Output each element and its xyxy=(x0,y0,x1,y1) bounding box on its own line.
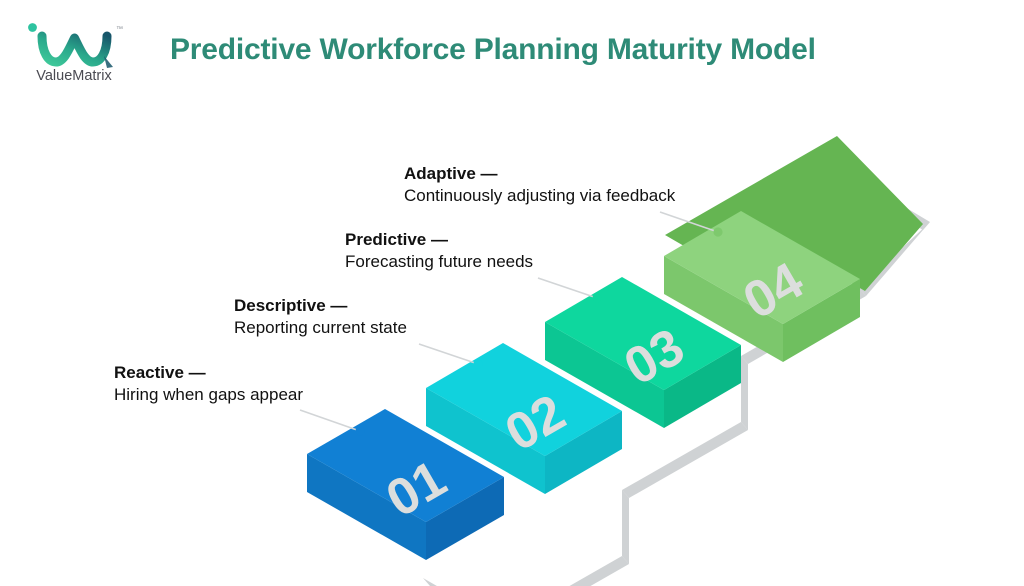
step-03-front-face xyxy=(664,345,741,428)
callout-step-02: Descriptive — Reporting current state xyxy=(234,295,407,339)
connector-line-01 xyxy=(299,409,358,431)
callout-step-03: Predictive — Forecasting future needs xyxy=(345,229,533,273)
callout-step-04-description: Continuously adjusting via feedback xyxy=(404,185,676,205)
step-04-front-face xyxy=(783,279,860,362)
callout-step-03-title: Predictive — xyxy=(345,230,448,249)
step-03[interactable]: 03 xyxy=(545,277,741,428)
callout-step-04: Adaptive — Continuously adjusting via fe… xyxy=(404,163,675,207)
connector-line-02 xyxy=(418,343,476,364)
step-02-front-face xyxy=(545,411,622,494)
callout-step-02-title: Descriptive — xyxy=(234,296,348,315)
connector-line-03 xyxy=(537,277,595,298)
step-04[interactable]: 04 xyxy=(664,136,923,362)
logo-trademark: ™ xyxy=(116,26,123,33)
callout-step-01-description: Hiring when gaps appear xyxy=(114,384,304,404)
page-header: ™ ValueMatrix Predictive Workforce Plann… xyxy=(0,0,1024,110)
callout-step-02-description: Reporting current state xyxy=(234,317,407,337)
logo-nib-icon xyxy=(104,56,113,68)
callout-step-01-title: Reactive — xyxy=(114,363,206,382)
connector-dot-01 xyxy=(355,426,365,436)
step-01[interactable]: 01 xyxy=(307,409,504,560)
step-01-top-face xyxy=(307,409,504,522)
callout-step-03-description: Forecasting future needs xyxy=(345,251,534,271)
maturity-staircase-diagram: 01 02 03 04 xyxy=(0,110,1024,586)
valuematrix-logo-mark: ™ ValueMatrix xyxy=(28,23,123,84)
step-01-front-face xyxy=(426,477,504,560)
logo-wordmark: ValueMatrix xyxy=(36,68,112,84)
logo-dot-icon xyxy=(28,23,37,32)
step-03-left-face xyxy=(545,322,664,428)
step-03-top-face xyxy=(545,277,741,390)
callout-step-01: Reactive — Hiring when gaps appear xyxy=(114,362,303,406)
step-04-top-face xyxy=(664,211,860,324)
connector-line-04 xyxy=(659,211,716,232)
page-title: Predictive Workforce Planning Maturity M… xyxy=(170,33,816,66)
connector-dot-02 xyxy=(473,359,483,369)
step-02[interactable]: 02 xyxy=(426,343,622,494)
connector-dot-03 xyxy=(592,293,602,303)
step-02-top-face xyxy=(426,343,622,456)
step-02-left-face xyxy=(426,388,545,494)
callout-step-04-title: Adaptive — xyxy=(404,164,498,183)
step-04-left-face xyxy=(664,256,783,362)
logo-wave-icon xyxy=(37,31,112,67)
connector-dot-04 xyxy=(713,227,723,237)
callout-connectors xyxy=(299,211,723,436)
step-01-left-face xyxy=(307,454,426,560)
valuematrix-logo: ™ ValueMatrix xyxy=(18,16,130,84)
